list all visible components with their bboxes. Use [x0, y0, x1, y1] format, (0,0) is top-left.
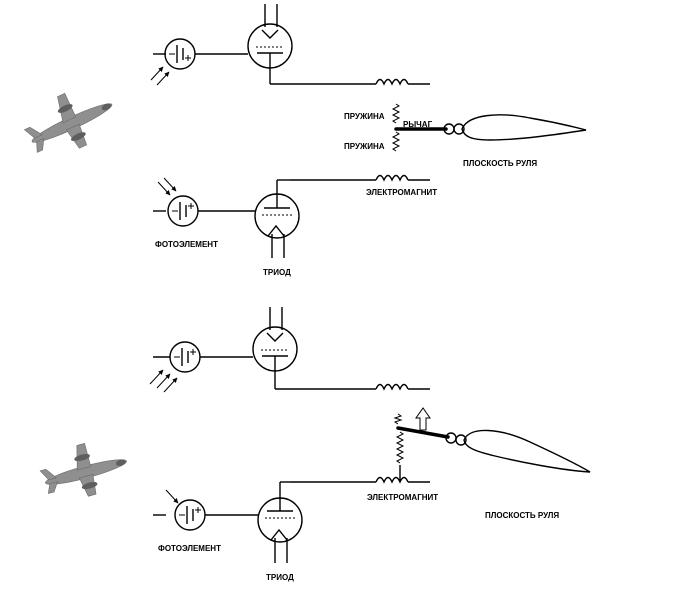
- coil-icon: [375, 476, 409, 484]
- photocell-label-bottom: ФОТОЭЛЕМЕНТ: [158, 544, 221, 553]
- scheme-bottom: ЭЛЕКТРОМАГНИТ ПЛОСКОСТЬ РУЛЯ ФОТОЭЛЕМЕНТ…: [39, 307, 591, 582]
- light-arrow-icon: [149, 369, 178, 393]
- triode-label-top: ТРИОД: [263, 268, 291, 277]
- electromagnet-label-top: ЭЛЕКТРОМАГНИТ: [366, 188, 437, 197]
- electromagnet-label-bottom: ЭЛЕКТРОМАГНИТ: [367, 493, 438, 502]
- lever-pivot: [445, 432, 467, 446]
- spring-icon: [391, 103, 401, 152]
- spring-label-bottom: ПРУЖИНА: [344, 142, 385, 151]
- light-arrow-icon: [150, 66, 170, 86]
- light-arrow-icon: [157, 177, 177, 196]
- coil-icon: [375, 383, 409, 391]
- photocell-icon: [164, 38, 196, 70]
- up-arrow-icon: [415, 407, 431, 431]
- spring-label-top: ПРУЖИНА: [344, 112, 385, 121]
- light-arrow-icon: [165, 489, 179, 504]
- photocell-icon: [167, 195, 199, 227]
- triode-icon: [254, 180, 300, 258]
- lever-pivot: [443, 123, 465, 135]
- rudder-plane: [461, 114, 587, 141]
- lever-label: РЫЧАГ: [403, 120, 433, 129]
- spring-icon: [393, 413, 405, 464]
- photocell-icon: [169, 341, 201, 373]
- coil-icon: [375, 78, 409, 86]
- rudder-label-bottom: ПЛОСКОСТЬ РУЛЯ: [485, 511, 559, 520]
- airplane-icon: [39, 443, 127, 497]
- photocell-icon: [174, 499, 206, 531]
- scheme-top: ПРУЖИНА РЫЧАГ ПРУЖИНА ПЛОСКОСТЬ РУЛЯ ЭЛЕ…: [23, 4, 587, 277]
- triode-label-bottom: ТРИОД: [266, 573, 294, 582]
- coil-icon: [375, 174, 409, 182]
- lever: [396, 426, 450, 439]
- photocell-label-top: ФОТОЭЛЕМЕНТ: [155, 240, 218, 249]
- airplane-icon: [23, 92, 113, 153]
- triode-icon: [257, 482, 303, 563]
- rudder-plane: [463, 429, 591, 473]
- triode-icon: [247, 4, 293, 84]
- triode-icon: [252, 307, 298, 389]
- rudder-label-top: ПЛОСКОСТЬ РУЛЯ: [463, 159, 537, 168]
